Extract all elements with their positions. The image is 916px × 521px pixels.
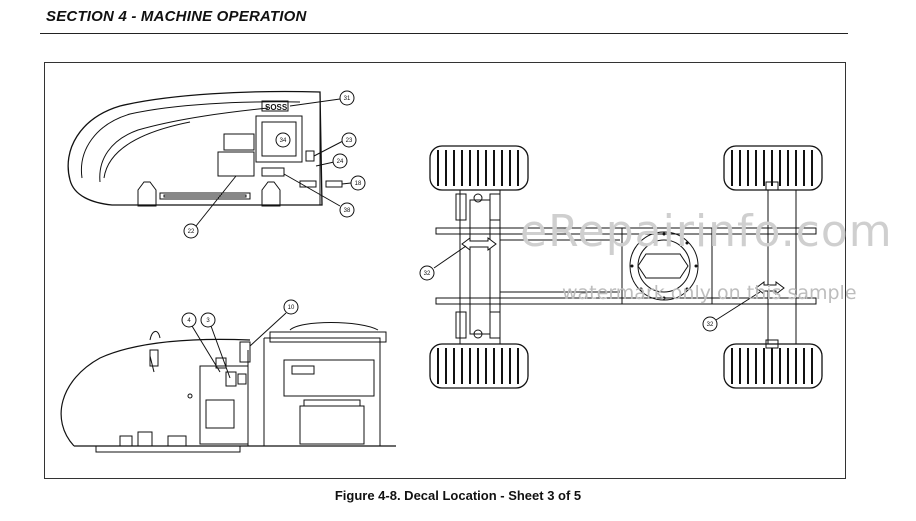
callout-23: 23 bbox=[346, 138, 353, 144]
callout-38: 38 bbox=[344, 208, 351, 214]
section-title: SECTION 4 - MACHINE OPERATION bbox=[46, 8, 307, 25]
callouts-side-view bbox=[183, 90, 366, 239]
watermark-sub: watermark only on this sample bbox=[562, 282, 857, 304]
tire-front-left bbox=[429, 145, 529, 191]
callout-24: 24 bbox=[337, 159, 344, 165]
callout-34: 34 bbox=[280, 138, 287, 144]
tire-front-right bbox=[429, 343, 529, 389]
header-rule bbox=[40, 33, 848, 34]
callout-numbers: 31 34 23 24 18 38 22 4 3 10 32 32 bbox=[187, 96, 714, 328]
callout-31: 31 bbox=[344, 96, 351, 102]
callout-32-rear: 32 bbox=[707, 322, 714, 328]
callouts-machine-side bbox=[181, 299, 299, 379]
callout-32-front: 32 bbox=[424, 271, 431, 277]
chassis-top-view bbox=[419, 145, 823, 389]
callout-4: 4 bbox=[187, 318, 191, 324]
tire-rear-right bbox=[723, 343, 823, 389]
callout-18: 18 bbox=[355, 181, 362, 187]
tire-rear-left bbox=[723, 145, 823, 191]
figure-caption: Figure 4-8. Decal Location - Sheet 3 of … bbox=[334, 488, 582, 503]
brand-decal: SOSS bbox=[265, 103, 288, 112]
callout-3: 3 bbox=[206, 318, 210, 324]
watermark-main: eRepairinfo.com bbox=[520, 206, 893, 257]
callout-10: 10 bbox=[288, 305, 295, 311]
machine-side-view bbox=[60, 322, 396, 453]
platform-side-view bbox=[67, 90, 343, 207]
callout-22: 22 bbox=[188, 229, 195, 235]
figure-frame bbox=[44, 62, 846, 479]
